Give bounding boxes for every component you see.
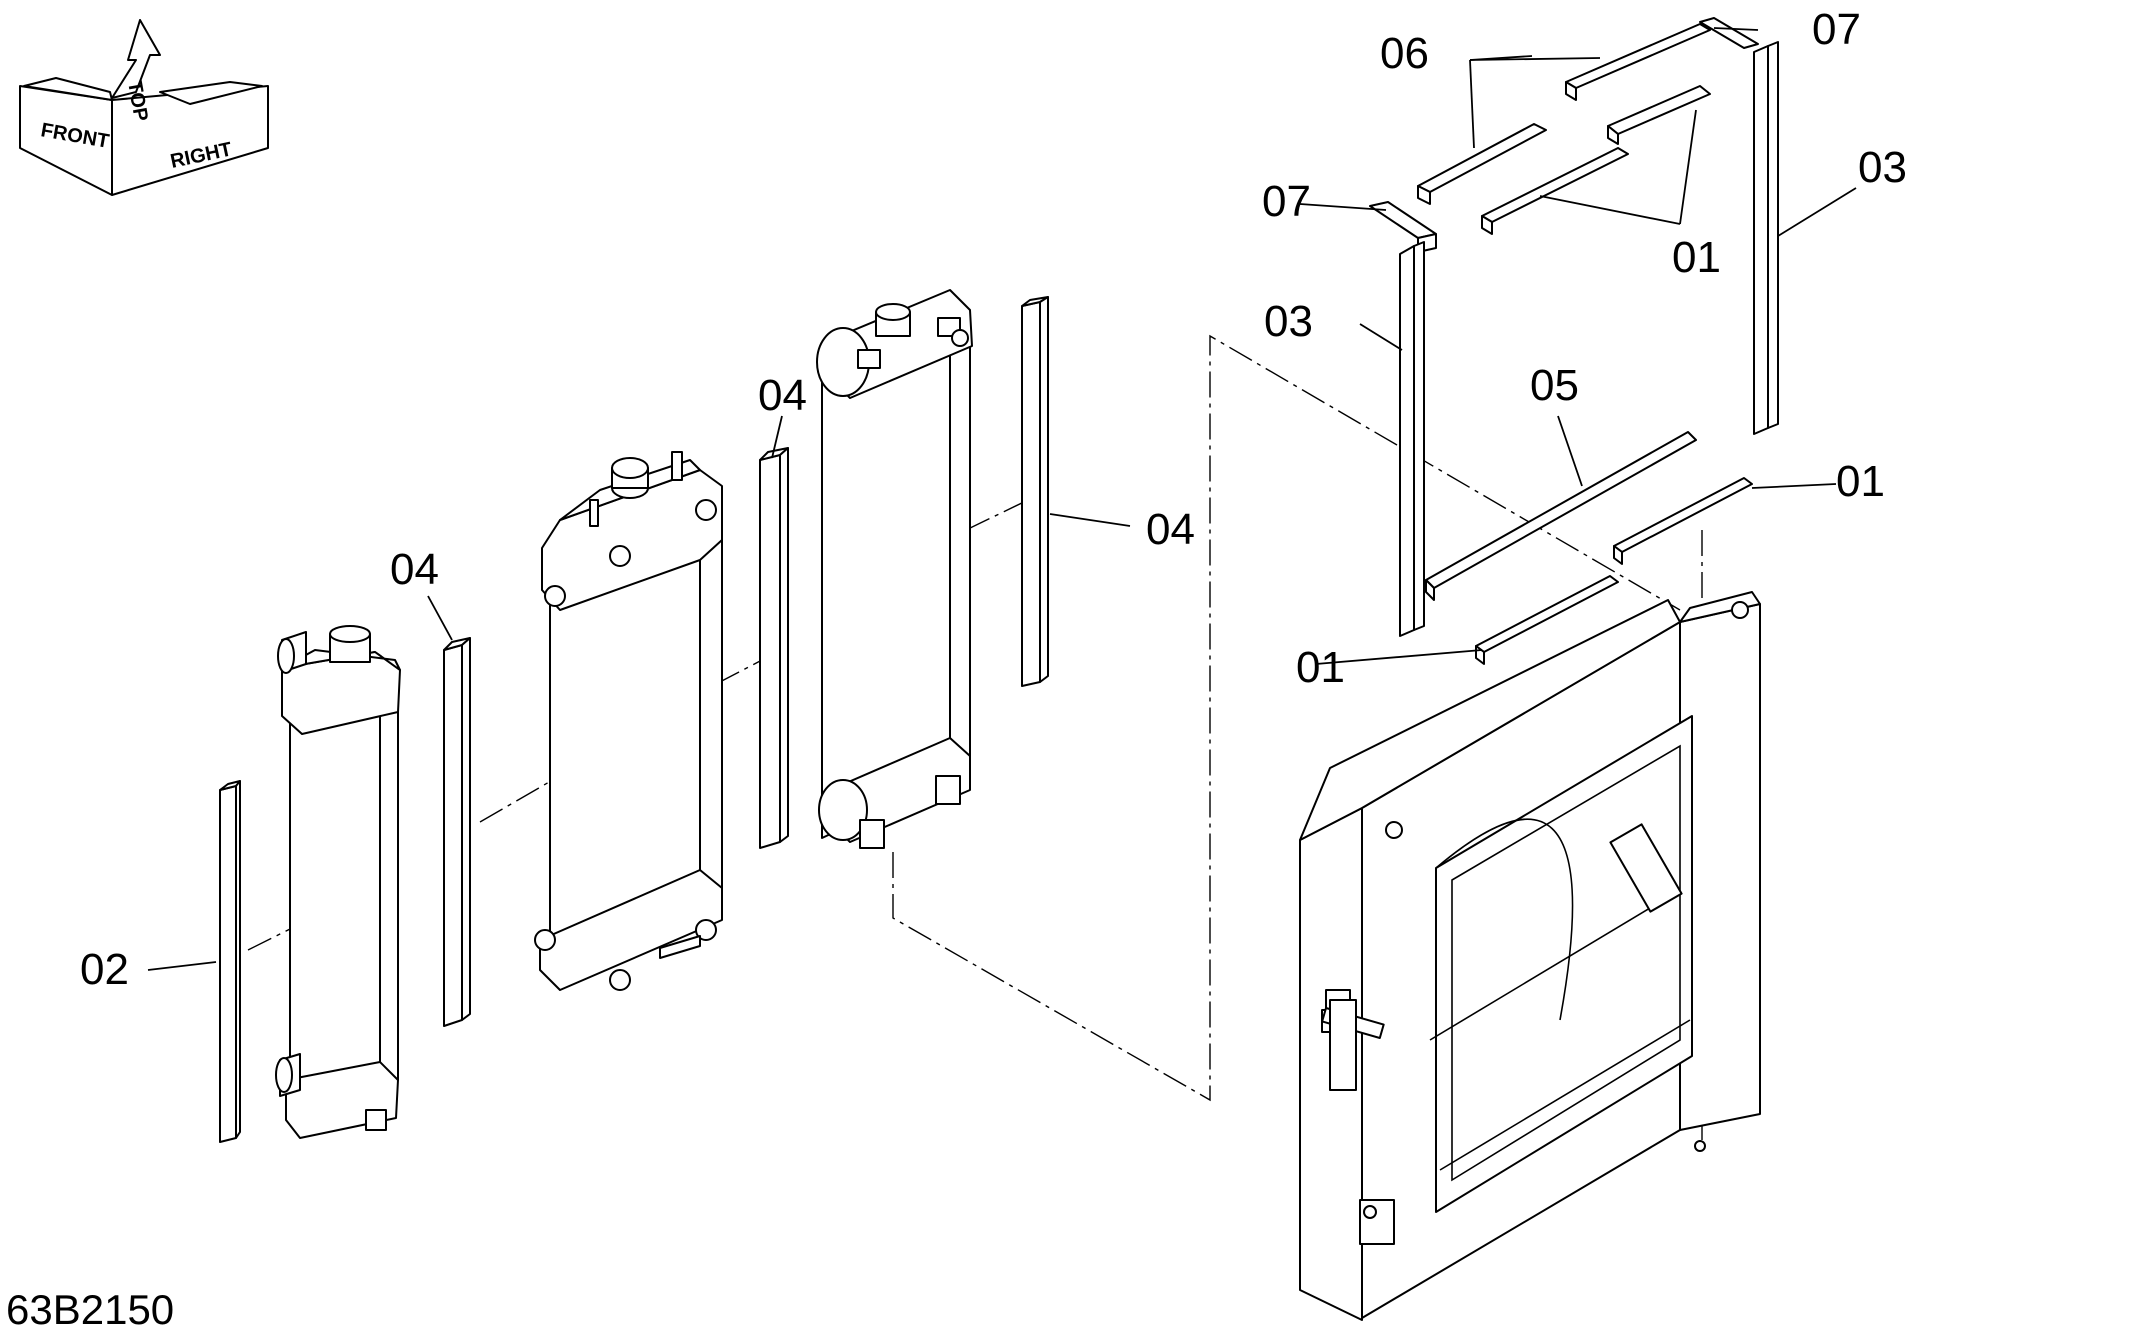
- callout-01-upper: 01: [1672, 233, 1721, 282]
- callout-leader-lines: [147, 27, 1857, 971]
- callout-07-right: 07: [1812, 5, 1861, 54]
- part-03-seal-upright-right: [1753, 45, 1769, 435]
- callout-02: 02: [80, 945, 129, 994]
- oil-cooler: [275, 625, 401, 1139]
- top-seal-set: [1369, 17, 1779, 665]
- callout-03-right: 03: [1858, 143, 1907, 192]
- part-06-seal-bar-b: [1417, 123, 1547, 193]
- part-04-seal-strip-middle: [759, 447, 789, 849]
- callout-labels: 02 04 04 04 01 01 05 03 07 07 03 01 06: [80, 5, 1907, 994]
- part-03-seal-upright-left: [1399, 245, 1415, 637]
- part-06-seal-bar-a: [1565, 23, 1711, 89]
- callout-04-left: 04: [390, 545, 439, 594]
- part-07-seal-block-right: [1699, 17, 1759, 49]
- callout-03-left: 03: [1264, 297, 1313, 346]
- document-id: 63B2150: [6, 1286, 174, 1331]
- callout-04-right: 04: [1146, 505, 1195, 554]
- part-02-seal-strip: [219, 780, 241, 1143]
- part-01-seal-bar-c: [1613, 477, 1753, 553]
- fan-shroud-frame: [1299, 591, 1761, 1321]
- callout-04-middle: 04: [758, 371, 807, 420]
- callout-06: 06: [1380, 29, 1429, 78]
- callout-05: 05: [1530, 361, 1579, 410]
- part-05-seal-bar: [1425, 431, 1697, 589]
- intercooler: [816, 289, 973, 849]
- part-04-seal-strip-left: [443, 637, 471, 1027]
- part-04-seal-strip-right: [1021, 296, 1049, 687]
- callout-01-lower: 01: [1296, 643, 1345, 692]
- radiator: [534, 451, 723, 991]
- part-07-seal-block-left: [1369, 201, 1437, 239]
- callout-07-left: 07: [1262, 177, 1311, 226]
- callout-01-right: 01: [1836, 457, 1885, 506]
- part-01-seal-bar-b: [1481, 147, 1629, 223]
- orientation-cube-icon: FRONT TOP RIGHT: [19, 19, 269, 196]
- part-01-seal-bar-a: [1607, 85, 1711, 135]
